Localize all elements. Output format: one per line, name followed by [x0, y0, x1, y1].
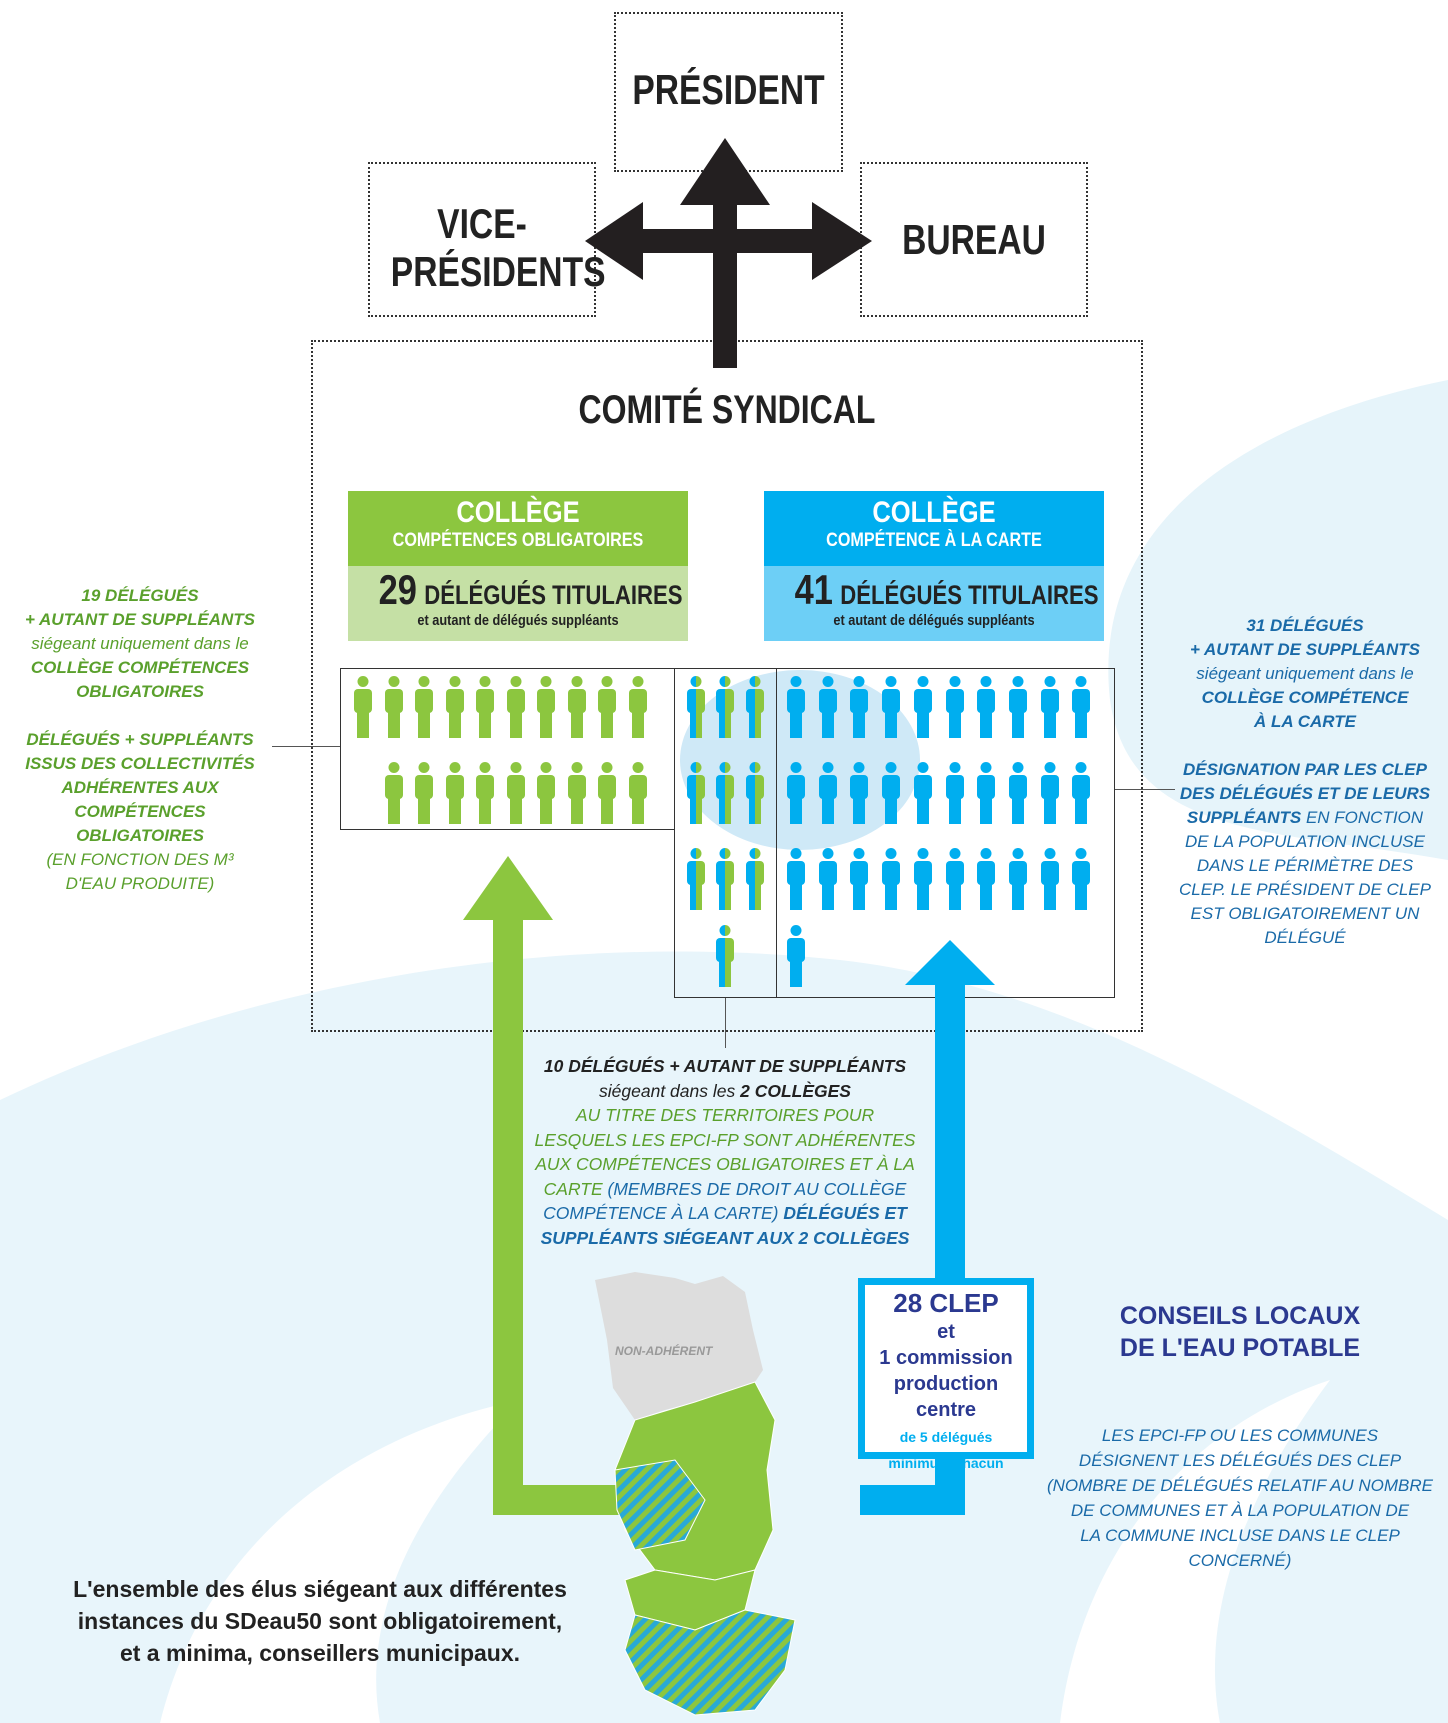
delegate-both-figure — [745, 676, 765, 738]
delegate-both-figure — [686, 676, 706, 738]
delegate-obligatoire-figure — [567, 762, 587, 824]
college-obligatoires-count: 29 DÉLÉGUÉS TITULAIRES et autant de délé… — [378, 566, 683, 629]
delegate-obligatoire-figure — [506, 676, 526, 738]
delegate-obligatoire-figure — [414, 676, 434, 738]
delegate-carte-figure — [976, 676, 996, 738]
department-map: NON-ADHÉRENT — [595, 1272, 796, 1716]
delegate-obligatoire-figure — [597, 676, 617, 738]
vice-presidents-box — [368, 162, 596, 317]
vice-presidents-label: VICE-PRÉSIDENTS — [390, 200, 606, 295]
delegate-obligatoire-figure — [384, 676, 404, 738]
delegate-carte-figure — [1071, 762, 1091, 824]
delegate-both-figure — [745, 762, 765, 824]
delegate-carte-figure — [945, 848, 965, 910]
bureau-label: BUREAU — [902, 216, 1046, 263]
delegate-carte-figure — [786, 676, 806, 738]
delegate-carte-figure — [818, 848, 838, 910]
delegate-both-figure — [686, 762, 706, 824]
delegate-obligatoire-figure — [567, 676, 587, 738]
delegate-carte-figure — [913, 762, 933, 824]
clep-box-text: 28 CLEP et 1 commission production centr… — [879, 1288, 1013, 1471]
delegate-both-figure — [686, 848, 706, 910]
delegate-obligatoire-figure — [536, 676, 556, 738]
delegate-obligatoire-figure — [353, 676, 373, 738]
center-leader-line — [725, 998, 726, 1048]
delegate-obligatoire-figure — [628, 762, 648, 824]
delegate-both-figure — [715, 925, 735, 987]
delegate-carte-figure — [913, 848, 933, 910]
delegate-obligatoire-figure — [384, 762, 404, 824]
delegate-carte-figure — [818, 762, 838, 824]
footer-text: L'ensemble des élus siégeant aux différe… — [73, 1576, 567, 1666]
delegate-both-figure — [715, 762, 735, 824]
delegate-carte-figure — [1008, 676, 1028, 738]
comite-syndical-title: COMITÉ SYNDICAL — [578, 388, 876, 432]
delegate-carte-figure — [976, 762, 996, 824]
delegate-carte-figure — [1071, 676, 1091, 738]
right-note: 31 DÉLÉGUÉS + AUTANT DE SUPPLÉANTS siége… — [1179, 616, 1431, 947]
clep-box — [858, 1278, 1034, 1459]
delegate-obligatoire-figure — [475, 676, 495, 738]
left-note: 19 DÉLÉGUÉS + AUTANT DE SUPPLÉANTS siége… — [25, 586, 255, 893]
delegate-carte-figure — [818, 676, 838, 738]
delegate-obligatoire-figure — [414, 762, 434, 824]
delegate-carte-figure — [1040, 848, 1060, 910]
president-label: PRÉSIDENT — [632, 66, 825, 113]
delegate-carte-figure — [881, 762, 901, 824]
delegate-carte-figure — [945, 762, 965, 824]
delegate-obligatoire-figure — [536, 762, 556, 824]
delegate-obligatoire-figure — [445, 762, 465, 824]
delegate-carte-figure — [849, 848, 869, 910]
delegate-carte-figure — [976, 848, 996, 910]
center-note: 10 DÉLÉGUÉS + AUTANT DE SUPPLÉANTS siége… — [534, 1056, 916, 1248]
delegate-carte-figure — [786, 762, 806, 824]
non-adherent-label: NON-ADHÉRENT — [615, 1343, 714, 1358]
delegate-obligatoire-figure — [597, 762, 617, 824]
college-obligatoires-title: COLLÈGE COMPÉTENCES OBLIGATOIRES — [392, 496, 644, 551]
delegate-carte-figure — [786, 925, 806, 987]
delegate-obligatoire-figure — [475, 762, 495, 824]
college-carte-header — [764, 491, 1104, 566]
delegate-carte-figure — [1071, 848, 1091, 910]
right-leader-line — [1115, 789, 1175, 790]
college-carte-count-box — [764, 566, 1104, 641]
delegate-carte-figure — [913, 676, 933, 738]
college-carte-title: COLLÈGE COMPÉTENCE À LA CARTE — [826, 496, 1042, 551]
conseils-note: LES EPCI-FP OU LES COMMUNES DÉSIGNENT LE… — [1046, 1426, 1434, 1570]
delegate-carte-figure — [1008, 848, 1028, 910]
delegate-both-figure — [715, 848, 735, 910]
delegate-carte-figure — [849, 762, 869, 824]
delegate-carte-figure — [786, 848, 806, 910]
delegate-obligatoire-figure — [506, 762, 526, 824]
delegate-obligatoire-figure — [628, 676, 648, 738]
delegate-carte-figure — [849, 676, 869, 738]
delegate-both-figure — [745, 848, 765, 910]
delegate-carte-figure — [945, 676, 965, 738]
left-leader-line — [272, 746, 340, 747]
delegate-carte-figure — [1040, 762, 1060, 824]
delegate-carte-figure — [1040, 676, 1060, 738]
delegate-carte-figure — [881, 676, 901, 738]
college-obligatoires-header — [348, 491, 688, 566]
college-obligatoires-count-box — [348, 566, 688, 641]
delegate-both-figure — [715, 676, 735, 738]
delegate-carte-figure — [881, 848, 901, 910]
delegate-obligatoire-figure — [445, 676, 465, 738]
college-carte-count: 41 DÉLÉGUÉS TITULAIRES et autant de délé… — [794, 566, 1099, 629]
delegate-carte-figure — [1008, 762, 1028, 824]
